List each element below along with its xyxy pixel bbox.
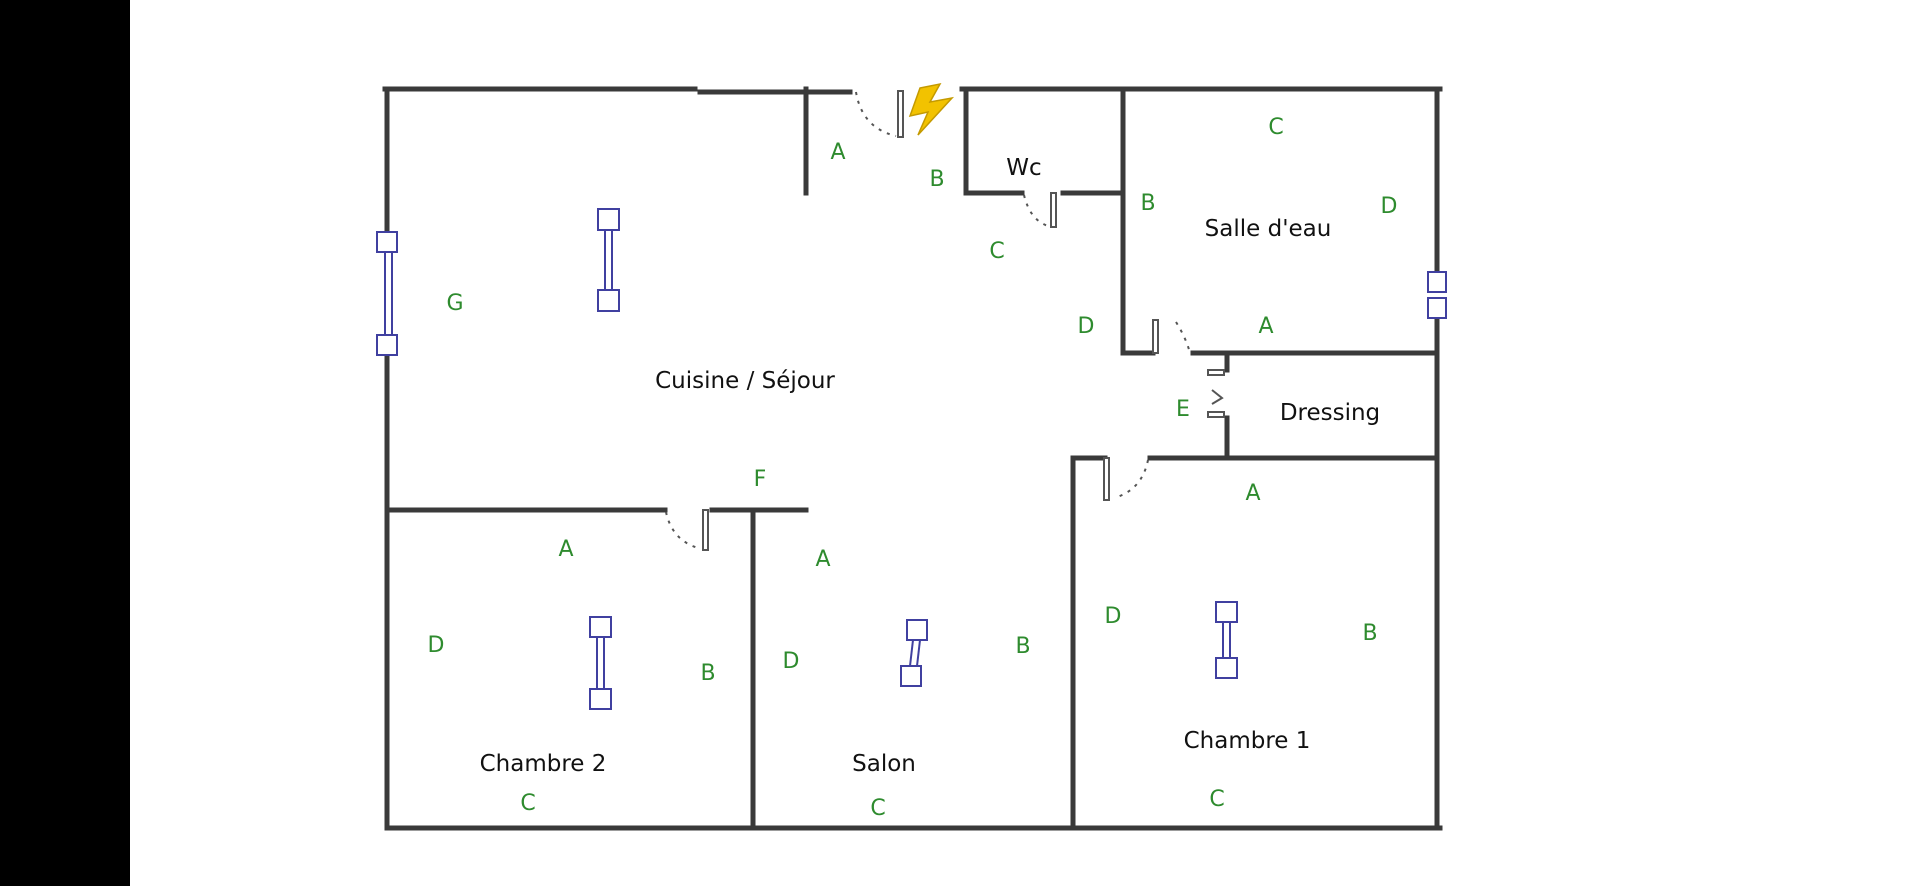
zone-letter: D: [1078, 314, 1095, 339]
room-label-cuisine-sejour: Cuisine / Séjour: [655, 368, 835, 394]
lightning-bolt-icon: [908, 82, 955, 136]
zone-letter: B: [929, 167, 944, 192]
radiator-icon: [1215, 601, 1238, 679]
side-black-bar: [0, 0, 128, 886]
zone-letter: A: [1245, 481, 1260, 506]
zone-letter: B: [1140, 191, 1155, 216]
room-label-wc: Wc: [1006, 155, 1041, 181]
window-icon: [376, 231, 398, 356]
room-label-chambre-1: Chambre 1: [1184, 728, 1311, 754]
room-label-chambre-2: Chambre 2: [480, 751, 607, 777]
walls: [382, 86, 1443, 831]
zone-letter: C: [520, 791, 535, 816]
door-swing-icon: [665, 90, 1225, 551]
side-bar-edge: [128, 0, 130, 886]
zone-letter: D: [1381, 194, 1398, 219]
zone-letter: B: [700, 661, 715, 686]
zone-letter: G: [446, 291, 463, 316]
zone-letter: C: [870, 796, 885, 821]
zone-letter: A: [815, 547, 830, 572]
room-label-salle-deau: Salle d'eau: [1205, 216, 1332, 242]
room-label-salon: Salon: [852, 751, 916, 777]
zone-letter: A: [830, 140, 845, 165]
radiator-icon: [597, 208, 620, 312]
zone-letter: D: [783, 649, 800, 674]
zone-letter: C: [1268, 115, 1283, 140]
zone-letter: B: [1362, 621, 1377, 646]
zone-letter: A: [558, 537, 573, 562]
zone-letter: E: [1176, 397, 1190, 422]
window-icon: [1427, 271, 1447, 319]
zone-letter: C: [989, 239, 1004, 264]
radiator-icon: [589, 616, 612, 710]
zone-letter: B: [1015, 634, 1030, 659]
radiator-icon: [900, 619, 928, 687]
zone-letter: F: [754, 467, 767, 492]
zone-letter: D: [428, 633, 445, 658]
zone-letter: A: [1258, 314, 1273, 339]
zone-letter: C: [1209, 787, 1224, 812]
zone-letter: D: [1105, 604, 1122, 629]
room-label-dressing: Dressing: [1280, 400, 1380, 426]
